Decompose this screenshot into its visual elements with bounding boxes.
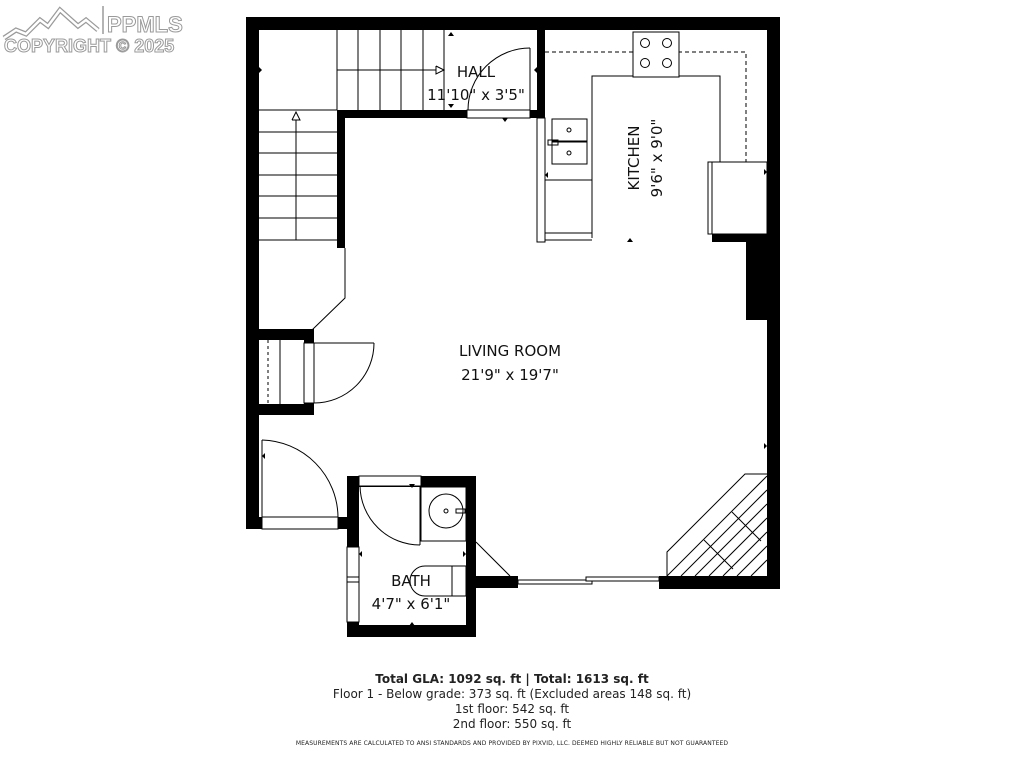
bath-dimensions: 4'7" x 6'1" <box>372 595 451 613</box>
ppmls-watermark: PPMLS COPYRIGHT © 2025 <box>2 2 207 62</box>
stairs-upper <box>259 30 446 111</box>
living-room-label: LIVING ROOM <box>459 342 561 360</box>
fireplace <box>666 473 768 577</box>
hall-label: HALL <box>457 63 496 81</box>
second-floor-area: 2nd floor: 550 sq. ft <box>452 717 572 731</box>
watermark-brand: PPMLS <box>107 12 184 38</box>
first-floor-area: 1st floor: 542 sq. ft <box>454 702 570 716</box>
bath-label: BATH <box>391 572 431 590</box>
mountain-logo-icon <box>2 6 104 41</box>
bath-fixtures <box>346 475 511 623</box>
floor-plan: HALL 11'10" x 3'5" KITCHEN 9'6" x 9'0" L… <box>246 17 780 637</box>
kitchen-label: KITCHEN <box>625 126 643 191</box>
hall-dimensions: 11'10" x 3'5" <box>427 86 525 104</box>
total-area: Total GLA: 1092 sq. ft | Total: 1613 sq.… <box>375 672 649 686</box>
kitchen-fixtures <box>536 31 768 243</box>
stairs-lower <box>259 110 337 241</box>
living-room-dimensions: 21'9" x 19'7" <box>461 366 559 384</box>
area-summary: Total GLA: 1092 sq. ft | Total: 1613 sq.… <box>0 672 1024 747</box>
sliding-door <box>517 576 660 585</box>
watermark-copyright: COPYRIGHT © 2025 <box>3 36 175 57</box>
measurement-disclaimer: MEASUREMENTS ARE CALCULATED TO ANSI STAN… <box>295 740 729 747</box>
kitchen-dimensions: 9'6" x 9'0" <box>648 119 666 198</box>
below-grade-area: Floor 1 - Below grade: 373 sq. ft (Exclu… <box>332 687 692 701</box>
